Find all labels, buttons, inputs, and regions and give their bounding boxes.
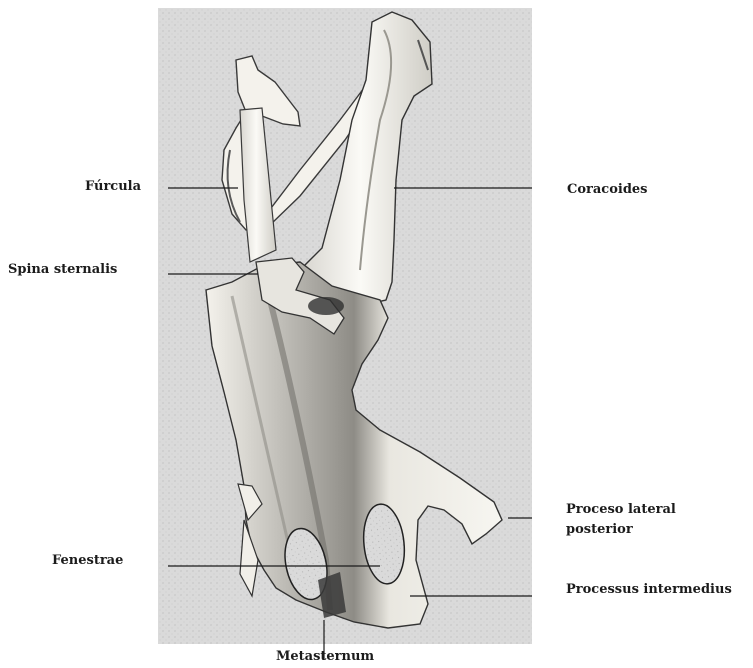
label-metasternum: Metasternum xyxy=(276,649,374,665)
label-proceso-lateral-line2: posterior xyxy=(566,522,633,538)
label-fenestrae: Fenestrae xyxy=(52,553,123,569)
articulation-shadow xyxy=(308,297,344,315)
label-furcula: Fúrcula xyxy=(85,179,141,195)
label-proceso-lateral-line1: Proceso lateral xyxy=(566,502,676,518)
label-processus-intermedius: Processus intermedius xyxy=(566,582,732,598)
label-spina-sternalis: Spina sternalis xyxy=(8,262,117,278)
label-coracoides: Coracoides xyxy=(567,182,648,198)
